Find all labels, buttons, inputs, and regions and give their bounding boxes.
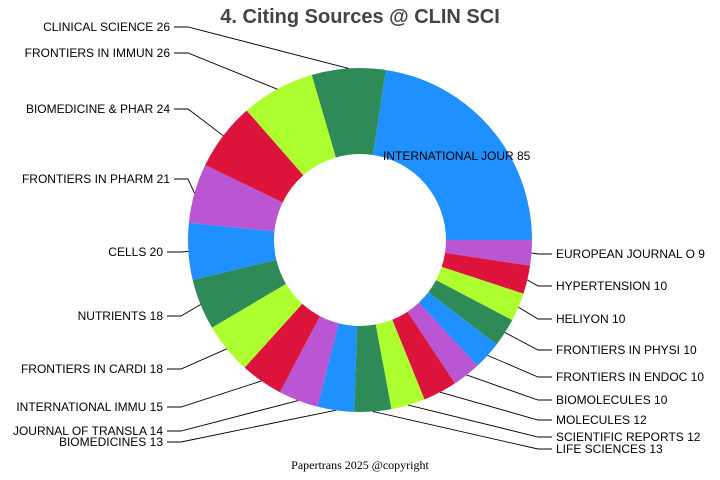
slice-frontiers-in-physi[interactable] [428, 280, 513, 345]
leader-line [174, 108, 224, 137]
slice-label: INTERNATIONAL IMMU 15 [16, 400, 163, 414]
leader-line [174, 26, 349, 69]
leader-line [466, 374, 552, 401]
slice-label: FRONTIERS IN PHYSI 10 [556, 343, 697, 357]
leader-line [167, 400, 299, 432]
slice-clinical-science[interactable] [311, 67, 386, 158]
slice-biomedicines[interactable] [317, 323, 358, 412]
slice-label: FRONTIERS IN IMMUN 26 [25, 46, 171, 60]
copyright-footer: Papertrans 2025 @copyright [291, 458, 429, 472]
leader-line [174, 52, 278, 90]
leader-line [167, 348, 227, 370]
slice-label: FRONTIERS IN PHARM 21 [22, 172, 170, 186]
slice-label: MOLECULES 12 [556, 413, 647, 427]
slice-journal-of-transla[interactable] [279, 316, 339, 407]
chart-title: 4. Citing Sources @ CLIN SCI [220, 6, 500, 28]
slice-label: BIOMEDICINE & PHAR 24 [26, 102, 170, 116]
leader-line [372, 411, 552, 450]
slice-nutrients[interactable] [192, 259, 287, 328]
slice-label: CELLS 20 [108, 245, 163, 259]
slice-heliyon[interactable] [436, 266, 524, 321]
leader-line [518, 306, 552, 320]
slice-label: EUROPEAN JOURNAL O 9 [556, 247, 705, 261]
slice-label: HELIYON 10 [556, 312, 626, 326]
slice-label: LIFE SCIENCES 13 [556, 442, 663, 456]
slice-label: INTERNATIONAL JOUR 85 [383, 149, 531, 163]
leader-line [487, 354, 552, 378]
slice-frontiers-in-immun[interactable] [246, 74, 336, 176]
slice-labels: INTERNATIONAL JOUR 85 EUROPEAN JOURNAL O … [13, 20, 705, 456]
leader-line [440, 391, 552, 421]
slice-label: BIOMOLECULES 10 [556, 393, 668, 407]
slice-european-journal-o[interactable] [445, 240, 532, 266]
slice-label: JOURNAL OF TRANSLA 14 [13, 424, 163, 438]
slice-biomedicine-phar[interactable] [205, 110, 304, 203]
donut-slices [188, 67, 532, 412]
slice-scientific-reports[interactable] [375, 319, 425, 410]
slice-hypertension[interactable] [441, 252, 531, 294]
slice-frontiers-in-endoc[interactable] [418, 292, 497, 366]
leader-line [504, 332, 552, 351]
slice-label: FRONTIERS IN CARDI 18 [21, 362, 163, 376]
slice-frontiers-in-cardi[interactable] [212, 283, 303, 368]
slice-label: FRONTIERS IN ENDOC 10 [556, 370, 704, 384]
slice-molecules[interactable] [392, 311, 455, 400]
leader-line [167, 409, 336, 443]
leader-line [531, 252, 552, 255]
slice-international-jour[interactable] [372, 69, 532, 240]
slice-label: CLINICAL SCIENCE 26 [43, 20, 170, 34]
slice-label: NUTRIENTS 18 [78, 309, 164, 323]
leader-line [167, 251, 189, 253]
leader-line [527, 279, 552, 287]
leader-line [408, 404, 552, 438]
leader-line [174, 178, 195, 194]
slice-label: SCIENTIFIC REPORTS 12 [556, 430, 701, 444]
slice-cells[interactable] [188, 222, 277, 280]
slice-frontiers-in-pharm[interactable] [188, 165, 283, 232]
slice-label: BIOMEDICINES 13 [59, 435, 163, 449]
leader-line [167, 304, 201, 317]
slice-life-sciences[interactable] [354, 324, 392, 412]
leader-line [167, 380, 262, 408]
slice-biomolecules[interactable] [407, 302, 478, 384]
label-leader-lines [167, 26, 552, 450]
slice-label: HYPERTENSION 10 [556, 279, 667, 293]
slice-international-immu[interactable] [244, 303, 320, 393]
